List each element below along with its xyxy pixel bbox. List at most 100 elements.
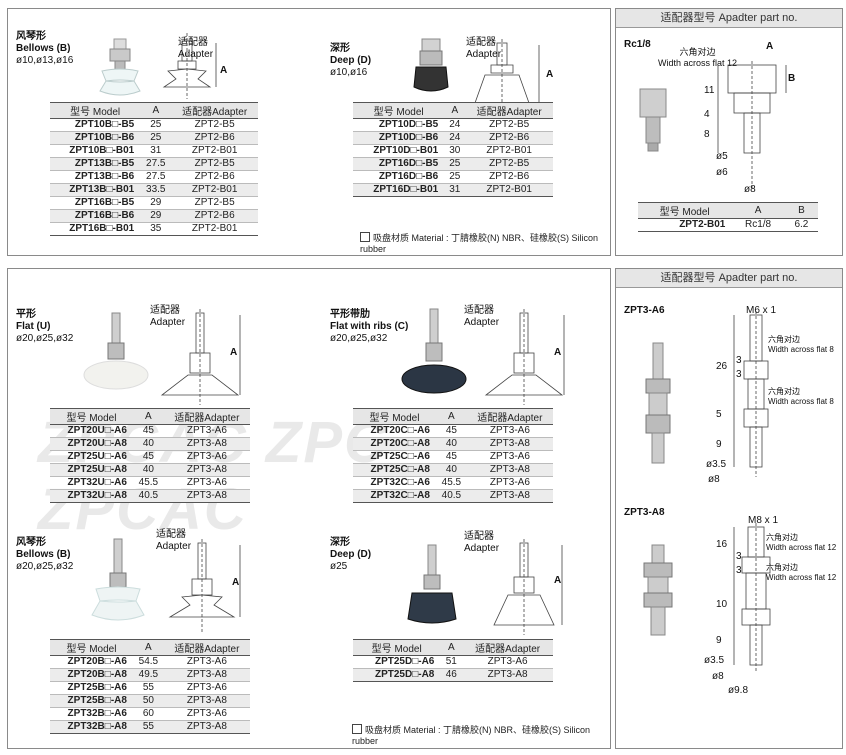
table-cell: ZPT16B□-B01 (50, 222, 141, 236)
table-cell: ZPT3-A8 (163, 437, 250, 451)
deep-small-photo (413, 38, 449, 92)
a8-drawing (733, 523, 771, 673)
deep-large-photo (407, 544, 457, 624)
table-cell: ZPT3-A6 (466, 424, 553, 438)
ribs-photo (401, 308, 467, 394)
a8-thread: M8 x 1 (748, 515, 779, 526)
table-cell: 55 (132, 720, 164, 734)
flat-label: 平形 Flat (U) ø20,ø25,ø32 (16, 309, 74, 344)
table-cell: ZPT3-A6 (163, 424, 250, 438)
table-cell: ZPT32U□-A6 (50, 476, 133, 490)
table-header-cell: 适配器Adapter (171, 102, 258, 119)
a8-d16: 16 (716, 539, 728, 550)
table-cell: ZPT3-A8 (163, 463, 250, 477)
a8-o98: ø9.8 (728, 685, 749, 696)
table-header-cell: 型号 Model (50, 102, 141, 119)
table-header-cell: B (784, 202, 818, 219)
dim-4: 4 (704, 109, 710, 120)
table-cell: 6.2 (784, 218, 818, 232)
table-cell: 24 (444, 118, 466, 132)
table-header-cell: 适配器Adapter (466, 408, 553, 425)
table-cell: ZPT3-A8 (466, 463, 553, 477)
dim-a-6: A (554, 575, 562, 586)
table-cell: ZPT3-A8 (466, 437, 553, 451)
a6-d5: 5 (716, 409, 722, 420)
table-header-cell: A (132, 639, 164, 656)
table-cell: 45 (435, 450, 467, 464)
dim-b-tr: B (788, 73, 796, 84)
thread-rc18: Rc1/8 (624, 39, 651, 50)
table-cell: ZPT13B□-B01 (50, 183, 141, 197)
deep-large-drawing (493, 539, 563, 635)
table-cell: 45.5 (132, 476, 164, 490)
a8-d9: 9 (716, 635, 722, 646)
table-cell: ZPT2-B6 (171, 209, 258, 223)
table-cell: 45 (132, 450, 164, 464)
bellows-small-drawing (162, 33, 217, 99)
table-cell: ZPT2-B5 (171, 157, 258, 171)
table-cell: ZPT10D□-B5 (353, 118, 445, 132)
table-cell: ZPT3-A6 (462, 655, 553, 669)
table-cell: ZPT2-B6 (171, 131, 258, 145)
table-cell: 25 (444, 157, 466, 171)
table-cell: ZPT10B□-B5 (50, 118, 141, 132)
table-cell: ZPT20B□-A6 (50, 655, 133, 669)
table-cell: 25 (140, 131, 172, 145)
table-cell: 45.5 (435, 476, 467, 490)
a8-d10: 10 (716, 599, 728, 610)
material-note-2: 吸盘材质 Material : 丁腈橡胶(N) NBR、硅橡胶(S) Silic… (352, 724, 591, 746)
deep-small-label: 深形 Deep (D) ø10,ø16 (330, 43, 372, 78)
table-cell: ZPT3-A6 (163, 450, 250, 464)
a6-o8: ø8 (708, 474, 720, 485)
a8-o8: ø8 (712, 671, 724, 682)
table-cell: ZPT10B□-B6 (50, 131, 141, 145)
rc18-drawing (717, 61, 787, 191)
panel-bottom-right: 适配器型号 Apadter part no. ZPT3-A6 M6 x 1 六角… (615, 268, 843, 749)
dim-a-2: A (546, 69, 554, 80)
bellows-small-label: 风琴形 Bellows (B) ø10,ø13,ø16 (16, 31, 74, 66)
table-cell: ZPT16B□-B6 (50, 209, 141, 223)
table-cell: 40.5 (132, 489, 164, 503)
table-cell: 46 (440, 668, 463, 682)
a6-name: ZPT3-A6 (624, 305, 665, 316)
table-cell: 40 (435, 463, 467, 477)
table-cell: ZPT2-B01 (171, 222, 258, 236)
table-cell: 54.5 (132, 655, 164, 669)
table-cell: 29 (140, 209, 172, 223)
a6-d3a: 3 (736, 355, 742, 366)
table-cell: ZPT2-B6 (465, 131, 553, 145)
bellows-large-drawing (168, 539, 241, 633)
table-cell: 45 (132, 424, 164, 438)
dim-o8: ø8 (744, 184, 756, 195)
table-cell: ZPT10B□-B01 (50, 144, 141, 158)
a6-drawing (733, 311, 769, 477)
table-cell: ZPT2-B6 (171, 170, 258, 184)
